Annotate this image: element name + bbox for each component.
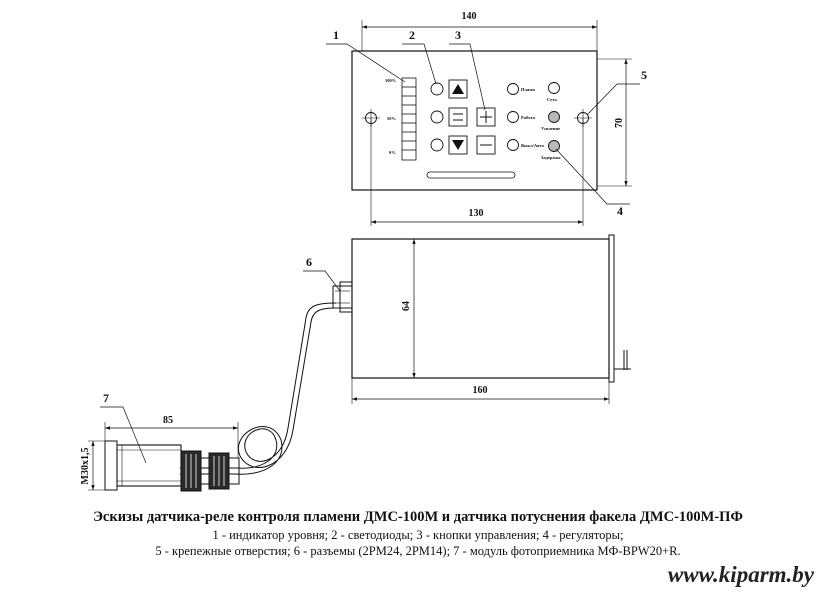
caption-line-1: 1 - индикатор уровня; 2 - светодиоды; 3 … xyxy=(212,528,624,542)
caption-title: Эскизы датчика-реле контроля пламени ДМС… xyxy=(93,509,743,525)
sensor-module xyxy=(88,422,240,492)
leader-3 xyxy=(449,43,486,111)
callout-6: 6 xyxy=(306,255,312,269)
callout-2: 2 xyxy=(409,28,415,42)
panel-label-power: Сеть xyxy=(547,97,558,102)
led-work xyxy=(507,111,519,123)
dim-panel-width: 140 xyxy=(462,11,477,22)
regulator-delay[interactable] xyxy=(548,140,560,152)
front-panel xyxy=(351,20,632,226)
button-minus-left[interactable] xyxy=(448,107,468,127)
leader-1 xyxy=(326,43,406,83)
dim-body-length: 160 xyxy=(473,385,488,396)
led-1 xyxy=(430,82,444,96)
panel-slot xyxy=(426,171,516,179)
regulator-gain[interactable] xyxy=(548,111,560,123)
led-flame xyxy=(507,83,519,95)
dim-panel-height: 70 xyxy=(614,118,625,128)
panel-label-delay: Задержка xyxy=(541,155,561,160)
callout-3: 3 xyxy=(455,28,461,42)
button-down[interactable] xyxy=(448,135,468,155)
callout-1: 1 xyxy=(333,28,339,42)
dim-sensor-length: 85 xyxy=(163,415,173,426)
arrow-down-icon xyxy=(452,140,464,150)
callout-5: 5 xyxy=(641,68,647,82)
arrow-up-icon xyxy=(452,84,464,94)
callout-7: 7 xyxy=(103,391,109,405)
leader-2 xyxy=(402,43,437,85)
side-body xyxy=(332,234,631,404)
dim-thread: М30х1,5 xyxy=(80,448,91,485)
panel-label-gain: Усиление xyxy=(541,126,560,131)
level-scale-middle: 50% xyxy=(387,116,397,121)
dim-body-diameter: 64 xyxy=(401,301,412,311)
button-plus[interactable] xyxy=(476,107,496,127)
led-2 xyxy=(430,110,444,124)
leader-5 xyxy=(586,83,640,116)
mounting-hole-right xyxy=(574,109,592,127)
panel-label-work: Работа xyxy=(521,115,536,120)
leader-4 xyxy=(555,148,630,205)
mounting-hole-left xyxy=(362,109,380,127)
leader-6 xyxy=(303,270,341,292)
led-off-auto xyxy=(507,139,519,151)
button-up[interactable] xyxy=(448,79,468,99)
level-indicator xyxy=(401,77,417,161)
leader-7 xyxy=(100,406,147,464)
caption-line-2: 5 - крепежные отверстия; 6 - разъемы (2Р… xyxy=(155,544,681,558)
button-minus[interactable] xyxy=(476,135,496,155)
watermark-url: www.kiparm.by xyxy=(667,562,814,587)
dim-panel-hole-spacing: 130 xyxy=(469,208,484,219)
cable xyxy=(180,302,337,475)
led-3 xyxy=(430,138,444,152)
level-scale-bottom: 0% xyxy=(389,150,396,155)
level-scale-top: 100% xyxy=(385,78,397,83)
led-power xyxy=(548,82,560,94)
callout-4: 4 xyxy=(617,204,623,218)
panel-label-flame: Пламя xyxy=(521,87,535,92)
panel-label-off-auto: Выкл/Авто xyxy=(521,143,545,148)
